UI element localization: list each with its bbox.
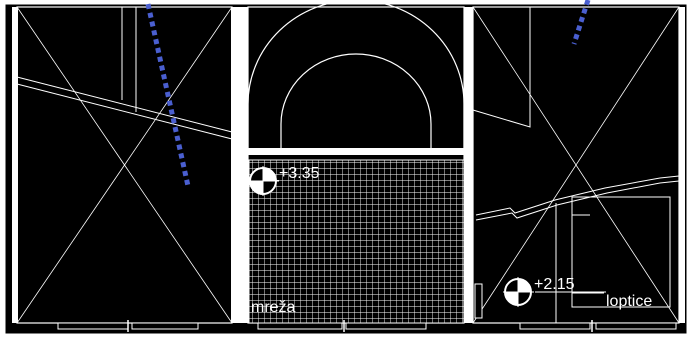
level-label-lower: +2.15 — [534, 276, 575, 293]
middle-windows — [257, 320, 427, 332]
balls-area-label: loptice — [606, 293, 652, 310]
left-room — [12, 6, 239, 332]
blue-dashed-line — [145, 3, 191, 187]
level-label-upper: +3.35 — [279, 165, 320, 182]
net-area — [248, 159, 465, 324]
blue-dashed-line — [571, 0, 591, 45]
right-room — [472, 6, 685, 332]
level-marker-icon — [248, 166, 279, 196]
level-marker-icon — [503, 277, 534, 307]
net-area-label: mreža — [251, 299, 296, 316]
